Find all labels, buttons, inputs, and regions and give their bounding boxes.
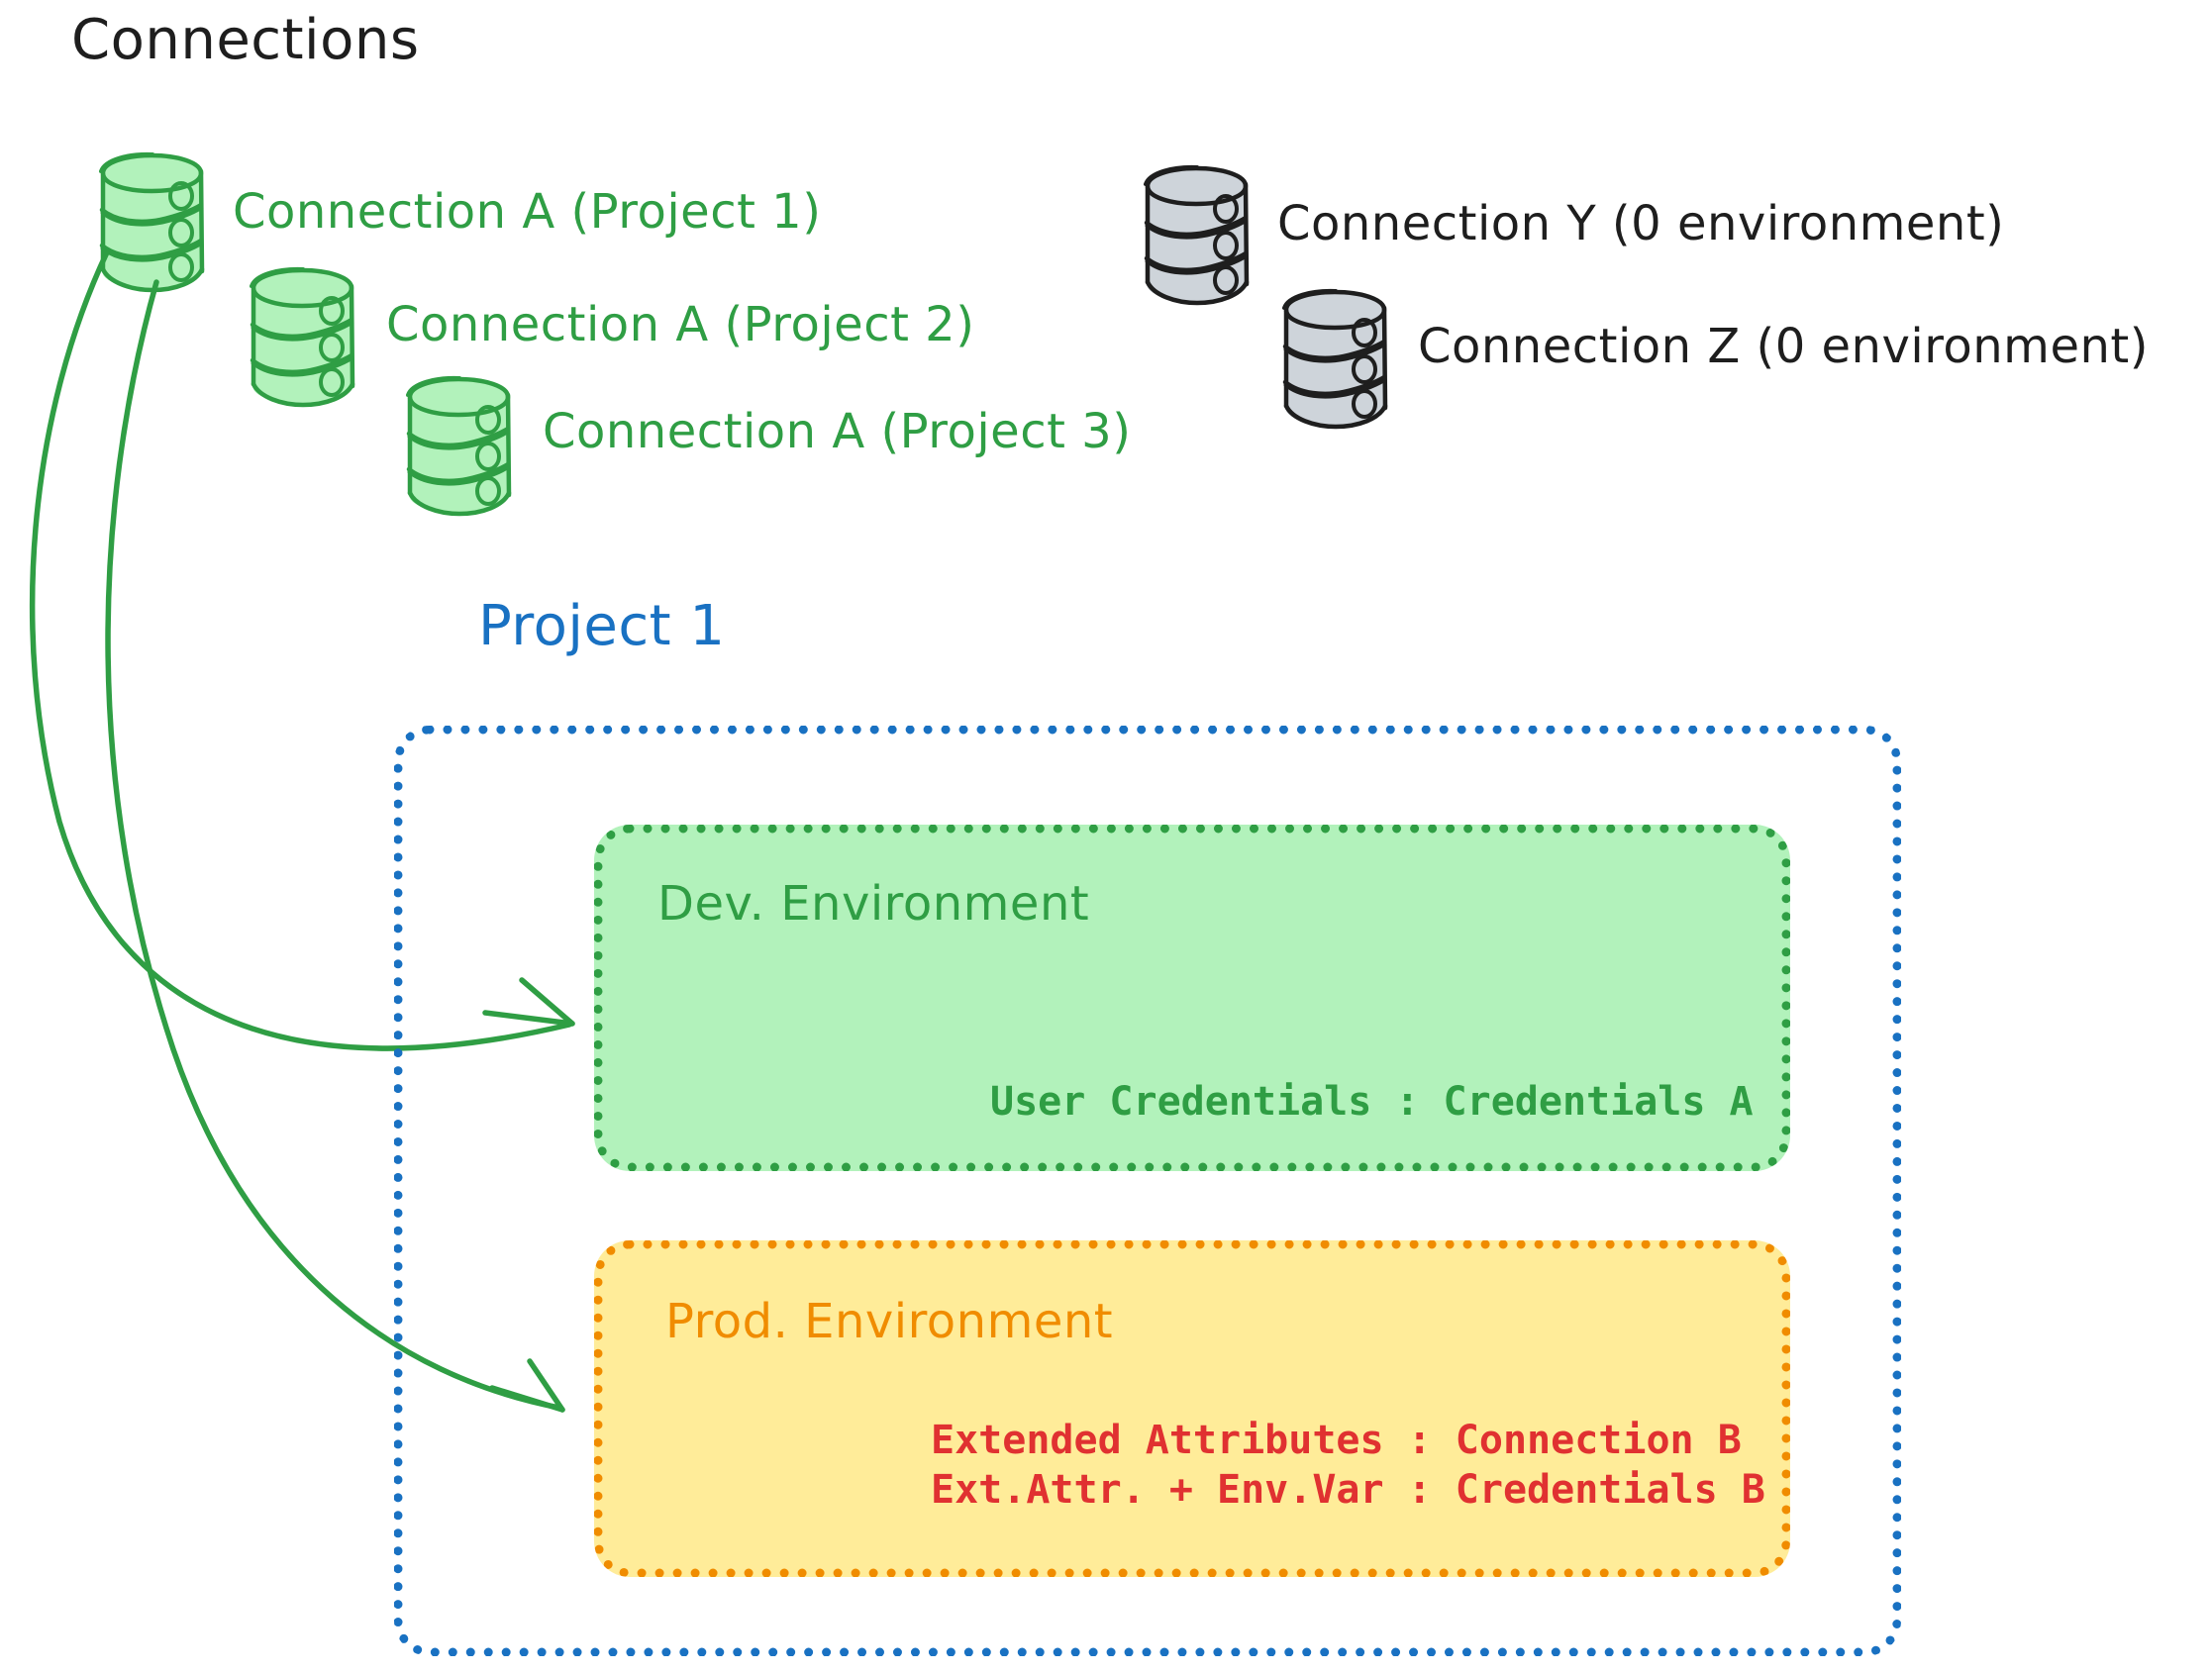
database-icon-connection-a-p1[interactable] bbox=[99, 151, 205, 293]
database-icon-connection-a-p3[interactable] bbox=[406, 375, 512, 517]
project-container bbox=[394, 726, 1901, 1656]
prod-environment-title: Prod. Environment bbox=[665, 1294, 1114, 1349]
connection-label-a-project-1: Connection A (Project 1) bbox=[233, 184, 822, 240]
page-title: Connections bbox=[71, 8, 420, 72]
connection-label-z: Connection Z (0 environment) bbox=[1418, 319, 2149, 374]
dev-environment-title: Dev. Environment bbox=[657, 876, 1090, 932]
dev-environment-credentials-line: User Credentials : Credentials A bbox=[990, 1079, 1754, 1125]
project-title: Project 1 bbox=[478, 594, 726, 658]
database-icon-connection-y[interactable] bbox=[1144, 164, 1250, 306]
database-icon-connection-a-p2[interactable] bbox=[250, 266, 355, 408]
dev-environment-container[interactable] bbox=[594, 825, 1790, 1171]
connection-label-a-project-3: Connection A (Project 3) bbox=[543, 404, 1132, 459]
prod-environment-env-var-line: Ext.Attr. + Env.Var : Credentials B bbox=[931, 1467, 1765, 1513]
prod-environment-container[interactable] bbox=[594, 1240, 1790, 1577]
prod-environment-extended-attributes-line: Extended Attributes : Connection B bbox=[931, 1418, 1742, 1463]
connection-label-a-project-2: Connection A (Project 2) bbox=[386, 297, 975, 352]
connection-label-y: Connection Y (0 environment) bbox=[1277, 196, 2005, 251]
database-icon-connection-z[interactable] bbox=[1282, 288, 1388, 430]
